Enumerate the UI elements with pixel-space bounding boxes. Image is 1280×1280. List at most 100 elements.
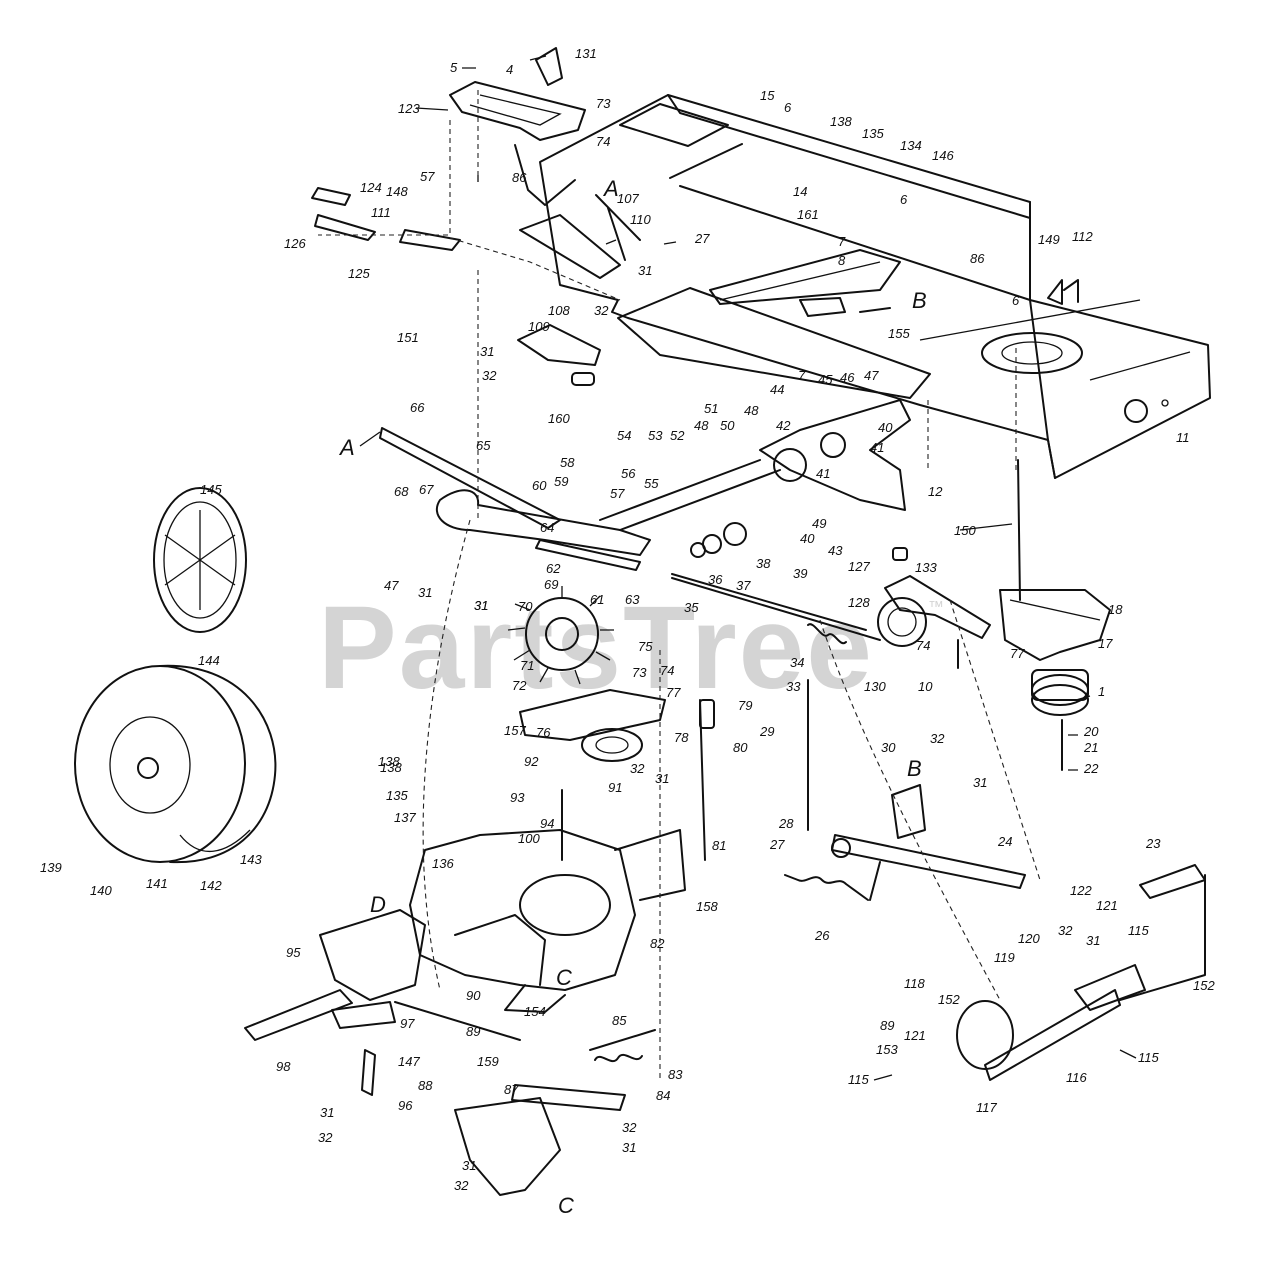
callout: 36 [708, 572, 723, 587]
callout: 31 [622, 1140, 636, 1155]
callout: 142 [200, 878, 222, 893]
callout: 57 [420, 169, 435, 184]
callout: 31 [638, 263, 652, 278]
callout: 118 [904, 976, 925, 991]
callout: 68 [394, 484, 409, 499]
callout: 14 [793, 184, 807, 199]
callout: 57 [610, 486, 625, 501]
callout: 48 [744, 403, 759, 418]
callout: 72 [512, 678, 527, 693]
ref-letter-A-top: A [602, 176, 619, 201]
callout: 88 [418, 1078, 433, 1093]
callout: 139 [40, 860, 62, 875]
callout: 138 [830, 114, 852, 129]
leader-ticks [359, 55, 1137, 1081]
callout: 38 [756, 556, 771, 571]
callout: 73 [596, 96, 611, 111]
callout: 137 [394, 810, 416, 825]
callout: 43 [828, 543, 843, 558]
callout: 152 [1193, 978, 1215, 993]
callout: 148 [386, 184, 408, 199]
callout: 138 [378, 754, 400, 769]
callout: 45 [818, 372, 833, 387]
callout: 78 [674, 730, 689, 745]
callout: 74 [916, 638, 930, 653]
callout: 83 [668, 1067, 683, 1082]
callout: 59 [554, 474, 568, 489]
callout: 39 [793, 566, 807, 581]
callout: 75 [638, 639, 653, 654]
callout: 111 [371, 205, 391, 220]
callout: 6 [784, 100, 792, 115]
callout: 144 [198, 653, 220, 668]
callout: 29 [759, 724, 774, 739]
callout: 64 [540, 520, 554, 535]
callout: 40 [800, 531, 815, 546]
callout: 161 [797, 207, 819, 222]
lower-brackets [361, 1029, 656, 1196]
callout: 153 [876, 1042, 898, 1057]
ref-letter-B-top: B [912, 288, 927, 313]
callout: 27 [769, 837, 785, 852]
callout: 48 [694, 418, 709, 433]
callout: 127 [848, 559, 870, 574]
callout: 108 [548, 303, 570, 318]
callout: 135 [386, 788, 408, 803]
callout: 71 [520, 658, 534, 673]
callout: 7 [798, 368, 806, 383]
frame-assembly [539, 94, 1211, 479]
alignment-lines [318, 90, 1041, 1080]
callout: 74 [596, 134, 610, 149]
callout: 130 [864, 679, 886, 694]
callout: 138 [380, 760, 402, 775]
wheel-assembly [74, 487, 277, 864]
callout: 157 [504, 723, 526, 738]
callout: 7 [838, 234, 846, 249]
transaxle [244, 699, 715, 1041]
callout: 149 [1038, 232, 1060, 247]
callout: 47 [864, 368, 879, 383]
callout: 31 [462, 1158, 476, 1173]
callout: 5 [450, 60, 458, 75]
callout: 79 [738, 698, 752, 713]
callout: 40 [878, 420, 893, 435]
callout: 100 [518, 831, 540, 846]
callout: 56 [621, 466, 636, 481]
callout: 20 [1083, 724, 1099, 739]
callout: 70 [518, 599, 533, 614]
ref-letter-A-left: A [338, 435, 355, 460]
callout: 51 [704, 401, 718, 416]
callout: 60 [532, 478, 547, 493]
callout: 31 [474, 598, 488, 613]
callout: 26 [814, 928, 830, 943]
callout: 155 [888, 326, 910, 341]
callout: 80 [733, 740, 748, 755]
callout: 147 [398, 1054, 420, 1069]
callout: 123 [398, 101, 420, 116]
callout: 81 [712, 838, 726, 853]
callout: 44 [770, 382, 784, 397]
callout: 35 [684, 600, 699, 615]
callout: 62 [546, 561, 561, 576]
callout: 85 [612, 1013, 627, 1028]
callout: 31 [973, 775, 987, 790]
callout: 82 [650, 936, 665, 951]
callout: 95 [286, 945, 301, 960]
ref-letter-C-mid: C [556, 965, 572, 990]
linkage-assembly [379, 399, 911, 645]
callout: 32 [594, 303, 609, 318]
callout: 152 [938, 992, 960, 1007]
callout: 6 [900, 192, 908, 207]
callout: 120 [1018, 931, 1040, 946]
footrest-plate [617, 249, 931, 399]
callout: 8 [838, 253, 846, 268]
callout: 27 [694, 231, 710, 246]
callout: 125 [348, 266, 370, 281]
callout: 63 [625, 592, 640, 607]
callout: 140 [90, 883, 112, 898]
callout: 10 [918, 679, 933, 694]
lift-handle-assembly [311, 47, 641, 386]
callout: 32 [930, 731, 945, 746]
